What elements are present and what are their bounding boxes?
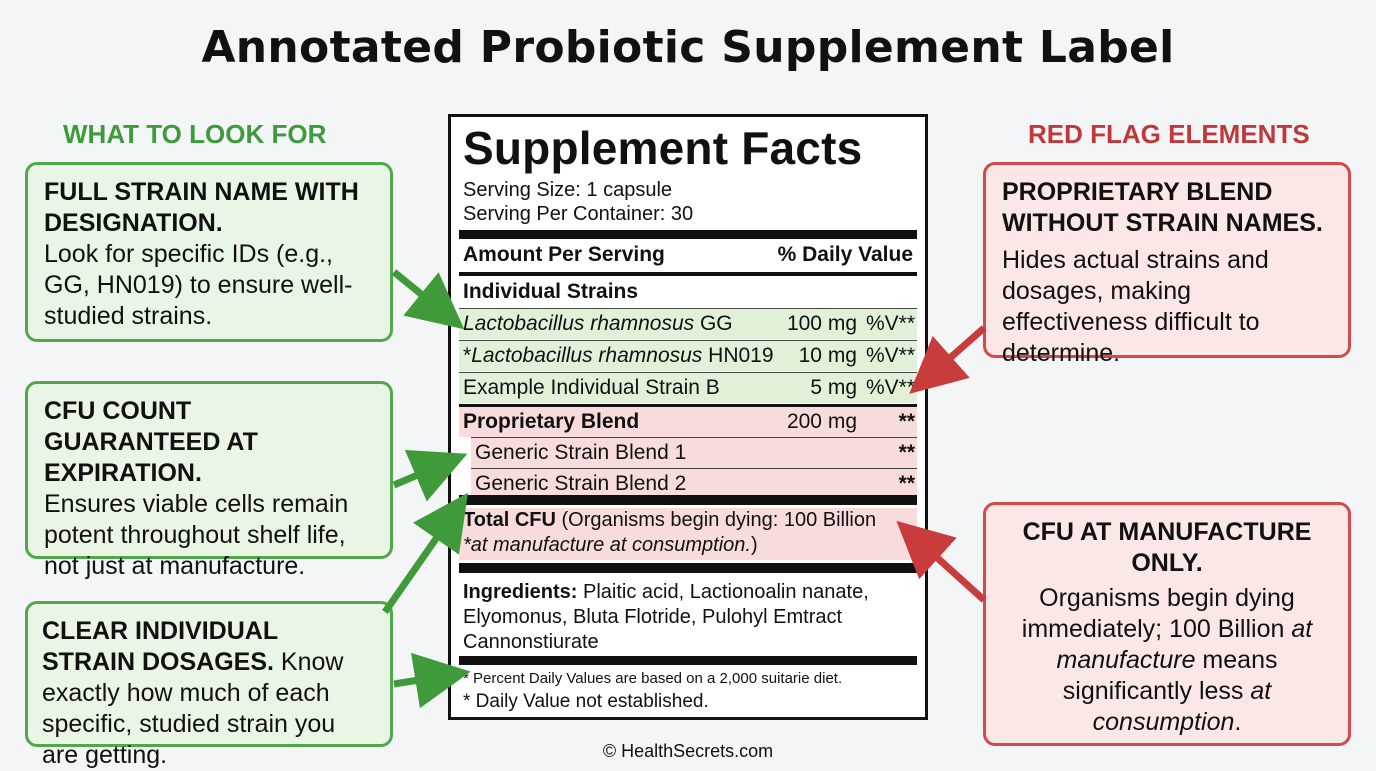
strain-daily-value: %V** [865, 312, 915, 335]
total-cfu-statement: Total CFU (Organisms begin dying: 100 Bi… [459, 508, 917, 560]
strain-name: Lactobacillus rhamnosus GG [463, 309, 733, 339]
footnote-daily-values: * Percent Daily Values are based on a 2,… [463, 670, 843, 687]
cfu-note: *at manufacture at consumption. [463, 534, 751, 556]
cfu-label: Total CFU [463, 509, 556, 531]
row-divider [459, 404, 917, 407]
blend-daily-value: ** [898, 410, 915, 433]
servings-per-container: Serving Per Container: 30 [463, 203, 694, 225]
callout-body-part: Organisms begin dying immediately; 100 B… [1021, 584, 1295, 643]
arrow-to-cfu-statement [382, 492, 468, 614]
callout-text: Look for specific IDs (e.g., GG, HN019) … [44, 240, 353, 330]
blend-amount: 200 mg [786, 410, 857, 433]
strain-name: Example Individual Strain B [463, 376, 720, 399]
footnote-not-established: * Daily Value not established. [463, 691, 709, 712]
strain-name-italic: Lactobacillus rhamnosus [463, 312, 695, 335]
individual-strains-section: Individual Strains [463, 280, 639, 303]
row-divider [459, 372, 917, 373]
strain-name: *Lactobacillus rhamnosus HN019 [463, 341, 774, 371]
blend-item-name: Generic Strain Blend 2 [475, 472, 687, 495]
cfu-line: Total CFU (Organisms begin dying: 100 Bi… [463, 508, 917, 533]
callout-text: Organisms begin dying immediately; 100 B… [1004, 583, 1330, 738]
arrow-to-strain-name [391, 269, 465, 330]
callout-text: Ensures viable cells remain potent throu… [44, 490, 349, 580]
arrow-to-cfu-manufacture [896, 520, 987, 603]
strain-row: Example Individual Strain B 5 mg %V** [459, 373, 917, 403]
blend-item-daily-value: ** [898, 472, 915, 495]
medium-divider [459, 272, 917, 276]
row-divider [459, 340, 917, 341]
blend-item-row: Generic Strain Blend 1 ** [471, 438, 917, 468]
callout-body-part: means significantly less [1062, 646, 1278, 705]
red-flag-heading: RED FLAG ELEMENTS [1028, 119, 1310, 149]
ingredients-list: Ingredients: Plaitic acid, Lactionoalin … [463, 580, 913, 655]
blend-item-row: Generic Strain Blend 2 ** [471, 469, 917, 499]
strain-row: Lactobacillus rhamnosus GG 100 mg %V** [459, 309, 917, 339]
blend-name: Proprietary Blend [463, 410, 640, 433]
cfu-line: *at manufacture at consumption.) [463, 533, 917, 558]
thick-divider [459, 495, 917, 505]
ingredients-text: Plaitic acid, Lactionoalin nanate, Elyom… [463, 581, 869, 653]
copyright-notice: © HealthSecrets.com [602, 741, 774, 761]
cfu-manufacture-callout: CFU AT MANUFACTURE ONLY. Organisms begin… [983, 502, 1351, 746]
strain-amount: 5 mg [810, 376, 857, 399]
callout-heading: CLEAR INDIVIDUAL STRAIN DOSAGES. [42, 617, 278, 676]
strain-daily-value: %V** [865, 376, 915, 399]
ingredients-label: Ingredients: [463, 581, 578, 603]
row-divider [459, 308, 917, 309]
blend-item-name: Generic Strain Blend 1 [475, 441, 687, 464]
strain-designation: HN019 [702, 344, 774, 367]
row-divider [471, 437, 917, 438]
row-divider [471, 468, 917, 469]
strain-designation: GG [694, 312, 733, 335]
strain-amount: 10 mg [798, 344, 857, 367]
strain-name-italic: Lactobacillus rhamnosus [471, 344, 703, 367]
callout-emphasis: at manufacture [1056, 615, 1313, 674]
cfu-text: (Organisms begin dying: 100 Billion [555, 509, 877, 531]
thick-divider [459, 656, 917, 665]
strain-amount: 100 mg [786, 312, 857, 335]
strain-row: *Lactobacillus rhamnosus HN019 10 mg %V*… [459, 341, 917, 371]
callout-heading: PROPRIETARY BLEND WITHOUT STRAIN NAMES. [1002, 178, 1323, 237]
serving-size: Serving Size: 1 capsule [463, 179, 673, 201]
callout-text: CLEAR INDIVIDUAL STRAIN DOSAGES. Know ex… [42, 616, 376, 771]
what-to-look-for-heading: WHAT TO LOOK FOR [63, 119, 327, 149]
arrow-to-total-cfu [392, 449, 468, 502]
cfu-close: ) [750, 534, 758, 556]
proprietary-blend-row: Proprietary Blend 200 mg ** [459, 407, 917, 437]
strain-dosage-callout: CLEAR INDIVIDUAL STRAIN DOSAGES. Know ex… [25, 601, 393, 769]
strain-daily-value: %V** [865, 344, 915, 367]
page-title: Annotated Probiotic Supplement Label [201, 22, 1175, 73]
daily-value-header: % Daily Value [777, 243, 913, 266]
label-title: Supplement Facts [463, 122, 863, 174]
blend-item-daily-value: ** [898, 441, 915, 464]
amount-header: Amount Per Serving [463, 243, 665, 266]
arrow-to-blend-row [909, 325, 987, 394]
strain-prefix: * [463, 344, 472, 367]
callout-text: Hides actual strains and dosages, making… [1002, 246, 1269, 367]
thick-divider [459, 563, 917, 573]
supplement-facts-label: Supplement Facts Serving Size: 1 capsule… [448, 114, 928, 720]
callout-heading: FULL STRAIN NAME WITH DESIGNATION. [44, 178, 359, 237]
proprietary-blend-callout: PROPRIETARY BLEND WITHOUT STRAIN NAMES. … [983, 162, 1351, 367]
arrow-to-footnotes [393, 652, 471, 709]
thick-divider [459, 230, 917, 239]
callout-heading: CFU COUNT GUARANTEED AT EXPIRATION. [44, 397, 258, 487]
callout-body: Know exactly how much of each specific, … [42, 648, 344, 769]
cfu-expiration-callout: CFU COUNT GUARANTEED AT EXPIRATION. Ensu… [25, 381, 393, 580]
strain-name-callout: FULL STRAIN NAME WITH DESIGNATION. Look … [25, 162, 393, 342]
callout-emphasis: at consumption [1092, 677, 1272, 736]
callout-body-part: . [1234, 708, 1242, 736]
callout-heading: CFU AT MANUFACTURE ONLY. [1022, 518, 1312, 577]
